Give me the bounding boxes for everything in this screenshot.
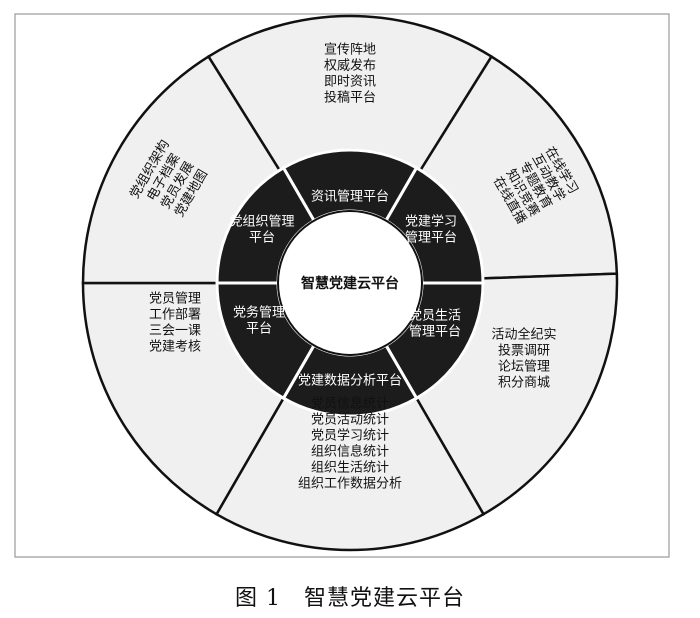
outer-label-news-line: 权威发布 xyxy=(324,58,376,74)
outer-label-data-line: 组织工作数据分析 xyxy=(298,477,402,492)
inner-label-news-line: 资讯管理平台 xyxy=(311,190,389,205)
outer-label-news-line: 投稿平台 xyxy=(324,90,376,106)
outer-label-data-line: 党员活动统计 xyxy=(311,413,389,428)
outer-ring xyxy=(81,14,619,552)
inner-label-study: 党建学习管理平台 xyxy=(405,214,457,246)
center-label: 智慧党建云平台 xyxy=(300,275,399,292)
outer-label-affairs-line: 三会一课 xyxy=(149,324,201,339)
figure-caption: 图 1 智慧党建云平台 xyxy=(235,586,465,611)
inner-label-affairs-line: 党务管理 xyxy=(233,305,285,321)
inner-label-life: 党员生活管理平台 xyxy=(409,309,461,340)
outer-label-life-line: 论坛管理 xyxy=(498,360,550,375)
inner-label-news: 资讯管理平台 xyxy=(311,190,389,205)
outer-label-affairs: 党员管理工作部署三会一课党建考核 xyxy=(149,292,201,355)
inner-label-data: 党建数据分析平台 xyxy=(298,374,402,389)
outer-label-data-line: 组织生活统计 xyxy=(311,461,389,476)
outer-label-affairs-line: 工作部署 xyxy=(149,308,201,323)
outer-label-affairs-line: 党员管理 xyxy=(149,292,201,307)
outer-label-news-line: 即时资讯 xyxy=(324,75,376,90)
outer-label-affairs-line: 党建考核 xyxy=(149,340,201,355)
inner-label-data-line: 党建数据分析平台 xyxy=(298,374,402,389)
outer-label-data-line: 党员学习统计 xyxy=(311,428,389,444)
inner-ring xyxy=(215,148,485,418)
outer-label-data-line: 组织信息统计 xyxy=(311,444,389,460)
outer-label-news: 宣传阵地权威发布即时资讯投稿平台 xyxy=(324,42,376,106)
inner-label-org-line: 党组织管理 xyxy=(229,215,294,230)
diagram-frame xyxy=(14,13,670,558)
inner-label-affairs-line: 平台 xyxy=(246,322,272,337)
inner-label-org-line: 平台 xyxy=(249,231,275,246)
center-circle xyxy=(277,210,423,356)
outer-label-life: 活动全纪实投票调研论坛管理积分商城 xyxy=(491,327,556,391)
outer-label-life-line: 活动全纪实 xyxy=(491,327,556,343)
outer-label-data: 党员信息统计党员活动统计党员学习统计组织信息统计组织生活统计组织工作数据分析 xyxy=(298,396,402,492)
inner-label-study-line: 管理平台 xyxy=(405,231,457,246)
inner-label-life-line: 管理平台 xyxy=(409,325,461,340)
inner-label-study-line: 党建学习 xyxy=(405,214,457,230)
inner-ring-labels: 资讯管理平台党建学习管理平台党员生活管理平台党建数据分析平台党务管理平台党组织管… xyxy=(229,190,461,389)
inner-label-org: 党组织管理平台 xyxy=(229,215,294,246)
outer-label-data-line: 党员信息统计 xyxy=(311,396,389,412)
inner-label-life-line: 党员生活 xyxy=(409,309,461,324)
inner-label-affairs: 党务管理平台 xyxy=(233,305,285,337)
outer-label-life-line: 积分商城 xyxy=(498,376,550,391)
outer-label-life-line: 投票调研 xyxy=(498,343,550,359)
outer-label-news-line: 宣传阵地 xyxy=(324,42,376,58)
